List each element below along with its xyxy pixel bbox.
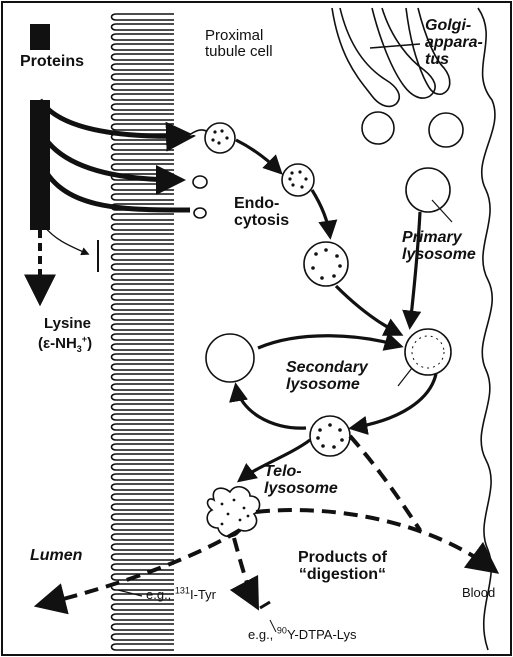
microvillus — [112, 554, 175, 560]
microvillus — [112, 384, 175, 390]
digestion-product-arrows — [40, 436, 494, 605]
label-products-of-digestion: Products of “digestion“ — [298, 550, 387, 584]
microvillus — [112, 184, 175, 190]
microvillus — [112, 434, 175, 440]
endosome-vesicle-2 — [282, 164, 314, 196]
label-example-tyr: e.g., 131I-Tyr — [146, 588, 216, 602]
microvillus — [112, 264, 175, 270]
microvillus — [112, 94, 175, 100]
microvillus — [112, 124, 175, 130]
secondary-lysosome-pointer — [398, 368, 412, 386]
microvillus — [112, 34, 175, 40]
endosome-vesicle-1 — [205, 123, 235, 153]
label-telolysosome: Telo- lysosome — [264, 464, 338, 498]
label-endocytosis: Endo- cytosis — [234, 196, 289, 230]
microvillus — [112, 394, 175, 400]
microvillus — [112, 114, 175, 120]
label-golgi-apparatus: Golgi- appara- tus — [425, 18, 483, 68]
microvillus — [112, 314, 175, 320]
microvillus — [112, 534, 175, 540]
microvillus — [112, 244, 175, 250]
endocytic-pits — [188, 130, 208, 218]
lysine-arrows — [40, 226, 98, 300]
telolysosome — [207, 487, 259, 537]
label-proximal-tubule-cell: Proximal tubule cell — [205, 28, 273, 60]
microvillus — [112, 524, 175, 530]
microvillus — [112, 454, 175, 460]
microvillus — [112, 604, 175, 610]
microvillus — [112, 614, 175, 620]
microvillus — [112, 564, 175, 570]
microvillus — [112, 234, 175, 240]
lysosome-before-telolysosome — [310, 416, 350, 456]
microvillus — [112, 484, 175, 490]
label-lumen: Lumen — [30, 548, 82, 565]
microvillus — [112, 324, 175, 330]
label-lysine-formula: (ε-NH3+) — [38, 336, 92, 352]
microvillus — [112, 144, 175, 150]
microvillus — [112, 354, 175, 360]
microvillus — [112, 154, 175, 160]
microvillus — [112, 344, 175, 350]
microvillus — [112, 54, 175, 60]
microvillus — [112, 334, 175, 340]
microvillus — [112, 474, 175, 480]
microvillus — [112, 514, 175, 520]
label-lysine: Lysine — [44, 316, 91, 332]
microvillus — [112, 254, 175, 260]
microvillus — [112, 374, 175, 380]
microvillus — [112, 414, 175, 420]
microvillus — [112, 84, 175, 90]
microvillus — [112, 224, 175, 230]
primary-lysosome — [406, 168, 450, 212]
microvillus — [112, 304, 175, 310]
microvillus — [112, 14, 175, 20]
microvillus — [112, 194, 175, 200]
basolateral-membrane — [478, 8, 495, 650]
microvillus — [112, 64, 175, 70]
microvillus — [112, 274, 175, 280]
label-blood: Blood — [462, 586, 495, 600]
label-primary-lysosome: Primary lysosome — [402, 230, 476, 264]
microvillus — [112, 424, 175, 430]
microvillus — [112, 404, 175, 410]
protein-bar — [30, 24, 50, 50]
label-example-dtpa: e.g., 90Y-DTPA-Lys — [248, 628, 357, 642]
endosome-vesicle-3 — [304, 242, 348, 286]
label-secondary-lysosome: Secondary lysosome — [286, 360, 368, 394]
microvillus — [112, 574, 175, 580]
microvillus — [112, 284, 175, 290]
microvillus — [112, 104, 175, 110]
microvillus — [112, 74, 175, 80]
endocytosis-path-arrows — [236, 140, 420, 334]
microvillus — [112, 464, 175, 470]
brush-border-microvilli — [112, 14, 175, 650]
microvillus — [112, 24, 175, 30]
label-proteins: Proteins — [20, 54, 84, 71]
microvillus — [112, 444, 175, 450]
golgi-vesicle — [362, 112, 394, 144]
microvillus — [112, 494, 175, 500]
microvillus — [112, 624, 175, 630]
microvillus — [112, 634, 175, 640]
microvillus — [112, 164, 175, 170]
microvillus — [112, 294, 175, 300]
microvillus — [112, 544, 175, 550]
microvillus — [112, 364, 175, 370]
microvillus — [112, 44, 175, 50]
recycled-lysosome — [206, 334, 254, 382]
microvillus — [112, 504, 175, 510]
golgi-vesicle — [429, 113, 463, 147]
microvillus — [112, 214, 175, 220]
microvillus — [112, 644, 175, 650]
